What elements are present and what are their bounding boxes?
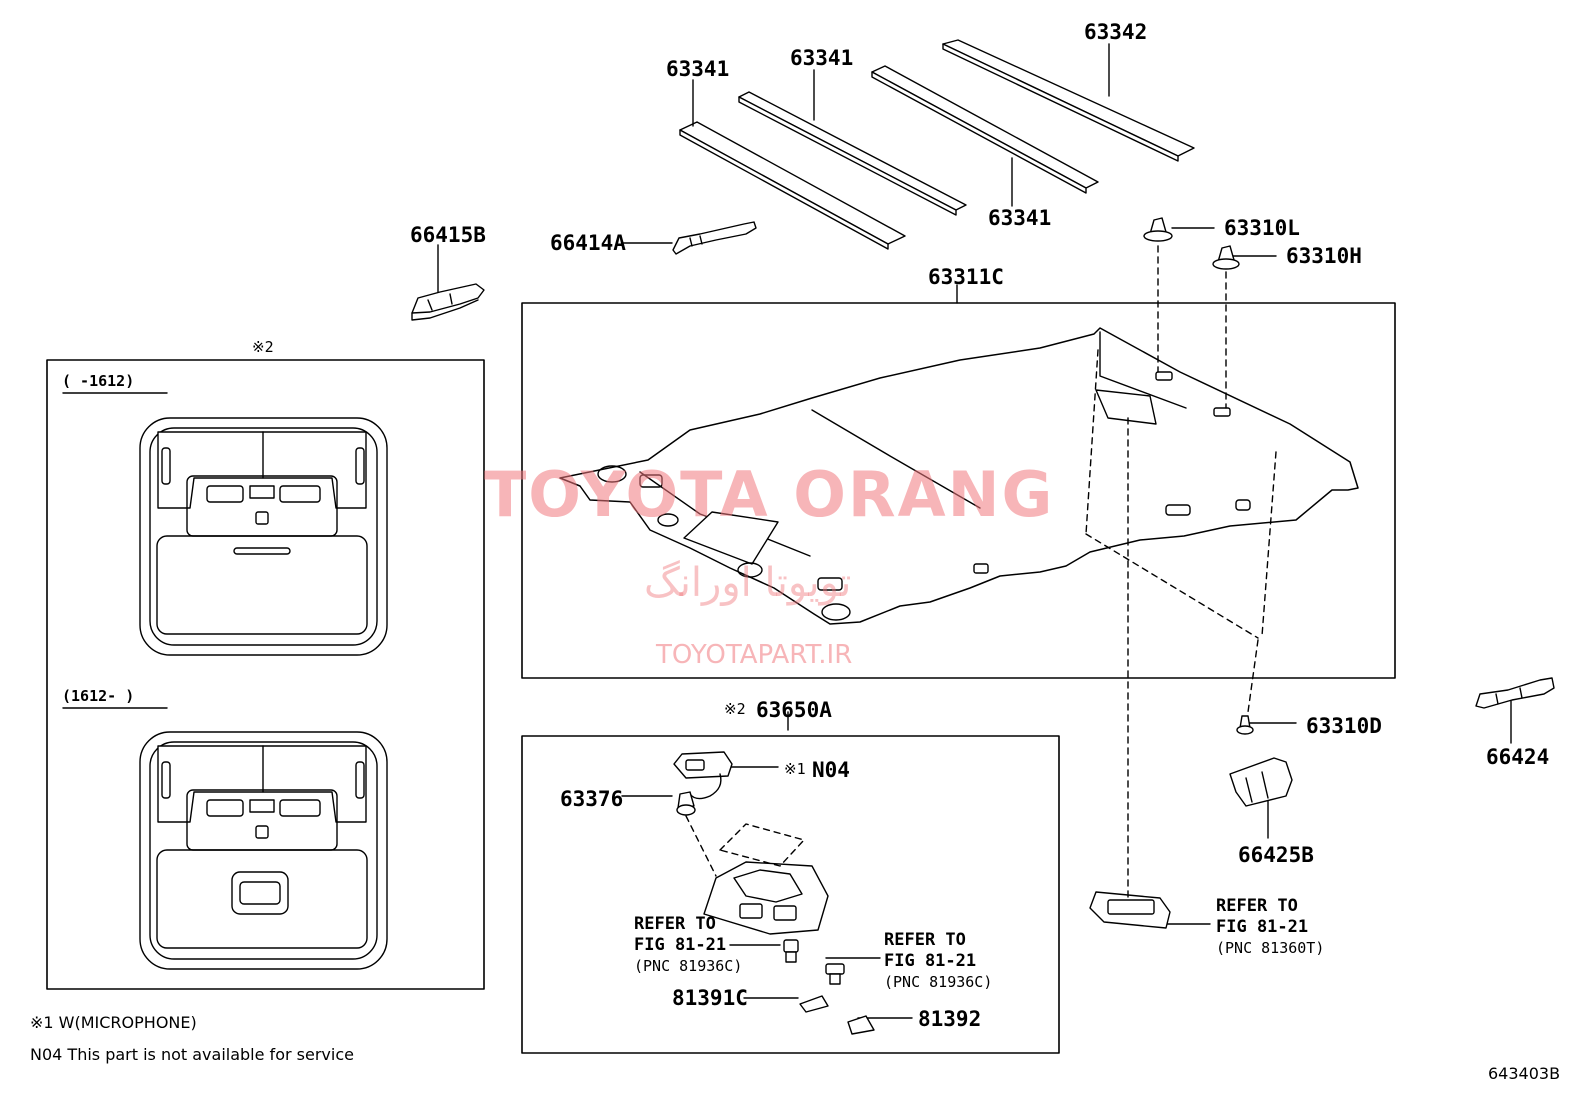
label-N04: N04 <box>812 758 850 782</box>
ref-line: REFER TO <box>884 930 966 950</box>
bulb-81936C-a <box>783 939 799 963</box>
lens-81392 <box>847 1015 875 1035</box>
strip-63341-a <box>679 121 906 250</box>
lamp-variant-before <box>139 417 388 656</box>
pnc-line: (PNC 81360T) <box>1216 939 1325 957</box>
bracket-66424 <box>1475 677 1555 709</box>
fig-line: FIG 81-21 <box>884 951 977 971</box>
lens-81391C <box>799 995 829 1013</box>
watermark-persian: تویوتا اورانگ <box>644 560 852 606</box>
headliner-63311C <box>521 245 1396 901</box>
label-81392: 81392 <box>918 1007 982 1031</box>
label-81391C: 81391C <box>672 986 748 1010</box>
lamp-81360T <box>1089 891 1171 929</box>
lamp-housing <box>703 861 829 935</box>
trim-strips <box>679 39 1195 250</box>
watermark-brand: TOYOTA ORANG <box>484 458 1055 531</box>
label-63341-a: 63341 <box>666 57 730 81</box>
ref-line: REFER TO <box>634 914 716 934</box>
bulb-81936C-b <box>825 963 845 985</box>
label-63310L: 63310L <box>1224 216 1300 240</box>
mark-2-inset: ※2 <box>252 338 274 356</box>
bracket-66425B <box>1229 757 1293 807</box>
strip-63342 <box>942 39 1195 162</box>
clip-63310H <box>1212 245 1240 270</box>
label-66425B: 66425B <box>1238 843 1314 867</box>
fig-line: FIG 81-21 <box>634 935 727 955</box>
fig-line: FIG 81-21 <box>1216 917 1309 937</box>
label-63311C: 63311C <box>928 265 1004 289</box>
inset-variants <box>46 359 485 990</box>
range-before-1612: ( -1612) <box>62 372 135 390</box>
strip-63341-b <box>738 91 967 216</box>
label-66424: 66424 <box>1486 745 1550 769</box>
map-lamp-63650A <box>521 735 1060 1054</box>
label-66415B: 66415B <box>410 223 486 247</box>
lamp-variant-after <box>139 731 388 970</box>
watermark-site: TOYOTAPART.IR <box>656 640 853 670</box>
mark-1-n04: ※1 <box>784 760 806 778</box>
label-63310H: 63310H <box>1286 244 1362 268</box>
strip-63341-c <box>871 65 1099 194</box>
label-63650A: 63650A <box>756 698 832 722</box>
label-66414A: 66414A <box>550 231 626 255</box>
ref-81936C-right: REFER TO FIG 81-21 (PNC 81936C) <box>884 930 992 993</box>
clip-63310D <box>1236 715 1254 735</box>
ref-81360T: REFER TO FIG 81-21 (PNC 81360T) <box>1216 896 1324 959</box>
clip-63376 <box>676 791 696 816</box>
label-63342: 63342 <box>1084 20 1148 44</box>
clip-63310L <box>1143 217 1173 242</box>
clip-66414A <box>672 221 757 255</box>
ref-line: REFER TO <box>1216 896 1298 916</box>
label-63341-b: 63341 <box>790 46 854 70</box>
label-63310D: 63310D <box>1306 714 1382 738</box>
range-after-1612: (1612- ) <box>62 687 135 705</box>
footnote-microphone: ※1 W(MICROPHONE) <box>30 1013 197 1032</box>
bracket-66415B <box>411 283 485 321</box>
mark-2-lamp: ※2 <box>724 700 746 718</box>
label-63376: 63376 <box>560 787 624 811</box>
footnote-not-available: N04 This part is not available for servi… <box>30 1045 354 1064</box>
pnc-line: (PNC 81936C) <box>884 973 993 991</box>
ref-81936C-left: REFER TO FIG 81-21 (PNC 81936C) <box>634 914 742 977</box>
pnc-line: (PNC 81936C) <box>634 957 743 975</box>
label-63341-c: 63341 <box>988 206 1052 230</box>
figure-id: 643403B <box>1488 1064 1561 1083</box>
microphone-N04 <box>673 751 733 800</box>
